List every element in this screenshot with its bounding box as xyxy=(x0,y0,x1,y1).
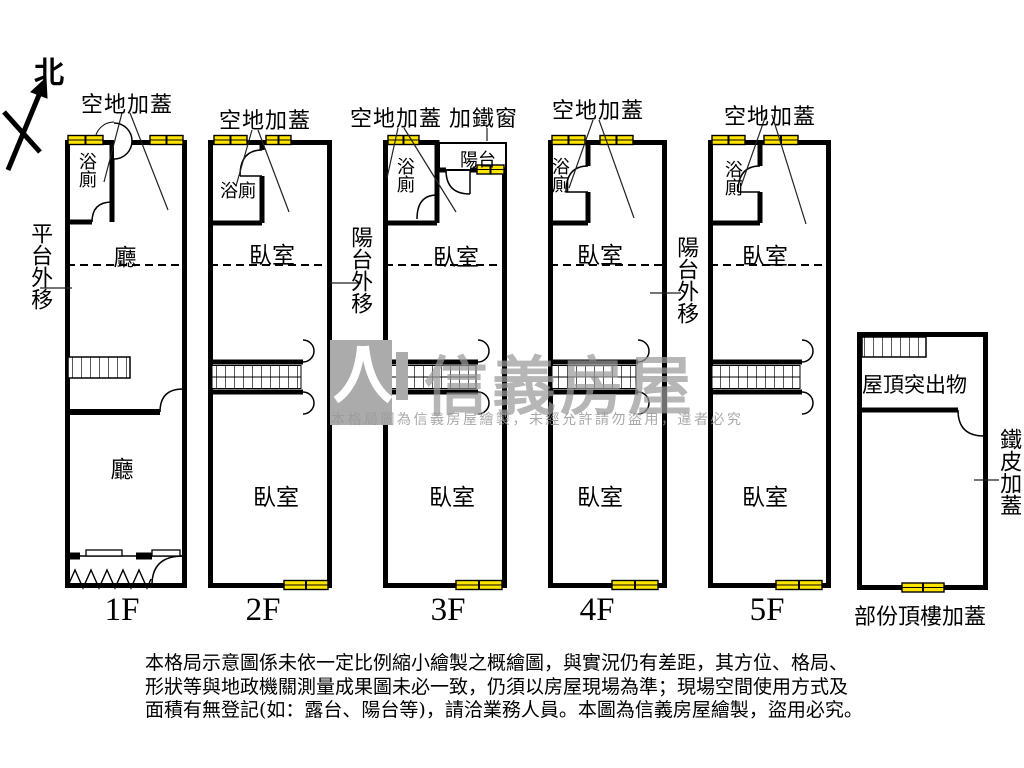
annotation-5f: 空地加蓋 xyxy=(724,105,817,130)
unit-1f xyxy=(65,121,187,590)
north-arrow-icon xyxy=(2,76,48,171)
unit-rooftop xyxy=(857,332,988,590)
side-note-1f: 平台外移 xyxy=(27,222,53,310)
side-note-5f: 陽台外移 xyxy=(673,236,699,324)
floor-name-5f: 5F xyxy=(749,592,785,628)
annotation-2f: 空地加蓋 xyxy=(219,109,312,134)
lower-room-5f: 臥室 xyxy=(742,485,788,511)
window-symbols xyxy=(67,134,945,593)
lower-room-3f: 臥室 xyxy=(429,485,475,511)
annotation-1f: 空地加蓋 xyxy=(81,93,174,118)
upper-room-5f: 臥室 xyxy=(742,244,788,270)
floor-name-2f: 2F xyxy=(245,592,281,628)
annotation-4f: 空地加蓋 xyxy=(552,99,645,124)
balcony-label-3f: 陽台 xyxy=(460,150,496,171)
side-note-rooftop: 鐵皮加蓋 xyxy=(996,428,1022,516)
lower-room-2f: 臥室 xyxy=(253,485,299,511)
floor-name-4f: 4F xyxy=(579,592,615,628)
rooftop-room-label: 屋頂突出物 xyxy=(862,373,967,397)
floor-name-1f: 1F xyxy=(104,592,140,628)
unit-5f xyxy=(708,140,831,588)
disclaimer-line-2: 形狀等與地政機關測量成果圖未必一致，仍須以房屋現場為準；現場空間使用方式及 xyxy=(145,675,849,698)
upper-room-1f: 廳 xyxy=(113,245,137,271)
sinyi-logo-icon xyxy=(330,340,408,425)
disclaimer-line-3: 面積有無登記(如：露台、陽台等)，請洽業務人員。本圖為信義房屋繪製，盜用必究。 xyxy=(145,699,863,721)
bath-label-3f: 浴廁 xyxy=(393,157,415,193)
disclaimer-line-1: 本格局示意圖係未依一定比例縮小繪製之概繪圖，與實況仍有差距，其方位、格局、 xyxy=(145,652,849,674)
leader-lines xyxy=(40,112,999,481)
north-label: 北 xyxy=(34,56,64,91)
watermark-brand: 信義房屋 xyxy=(424,351,696,425)
side-note-3f: 陽台外移 xyxy=(347,226,373,314)
watermark-notice: 本格局圖為信義房屋繪製，未經允許請勿盜用，違者必究 xyxy=(331,412,744,428)
upper-room-3f: 臥室 xyxy=(433,245,479,271)
disclaimer: 本格局示意圖係未依一定比例縮小繪製之概繪圖，與實況仍有差距，其方位、格局、 形狀… xyxy=(145,652,905,723)
floor-name-3f: 3F xyxy=(430,592,466,628)
lower-room-4f: 臥室 xyxy=(577,485,623,511)
upper-room-2f: 臥室 xyxy=(249,243,295,269)
bath-label-4f: 浴廁 xyxy=(548,157,570,193)
lower-room-1f: 廳 xyxy=(110,457,134,483)
bath-label-5f: 浴廁 xyxy=(721,160,743,196)
unit-2f xyxy=(208,140,332,588)
rooftop-name-label: 部份頂樓加蓋 xyxy=(854,605,987,630)
bath-label-1f: 浴廁 xyxy=(75,152,97,188)
annotation-3f-iron-window: 加鐵窗 xyxy=(449,107,519,132)
upper-room-4f: 臥室 xyxy=(577,243,623,269)
annotation-3f: 空地加蓋 xyxy=(350,107,443,132)
bath-label-2f: 浴廁 xyxy=(220,181,256,202)
